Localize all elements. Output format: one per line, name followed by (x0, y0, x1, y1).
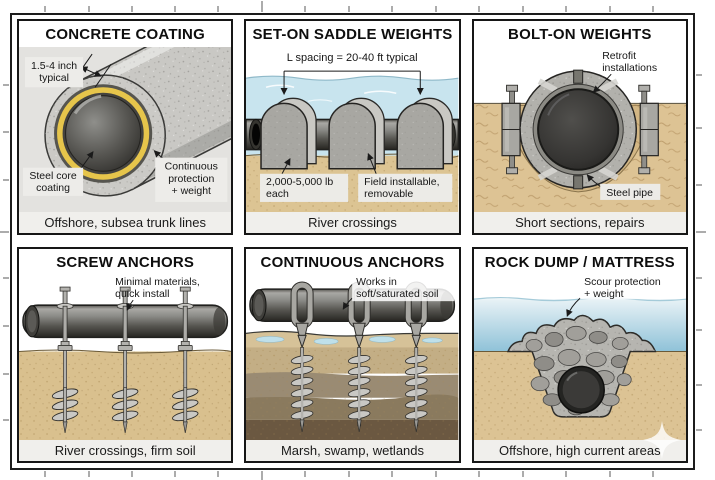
minimal-line2: quick install (115, 288, 169, 300)
minimal-label: Minimal materials, quick install (115, 276, 200, 311)
dimension-label: 1.5-4 inch typical (25, 57, 84, 88)
install-line2: removable (365, 188, 414, 200)
steel-core-line2: coating (36, 182, 70, 194)
panel-concrete-coating: CONCRETE COATING (17, 19, 234, 235)
right-flange-bolts (637, 84, 659, 175)
install-label: Field installable, removable (358, 152, 453, 202)
panel-footer: River crossings (246, 212, 459, 233)
panel-title: BOLT-ON WEIGHTS (508, 26, 652, 43)
panel-footer: Offshore, subsea trunk lines (19, 212, 232, 233)
scour-line1: Scour protection (584, 276, 661, 288)
weight-line1: 2,000-5,000 lb (266, 176, 333, 188)
dimension-label-line1: 1.5-4 inch (31, 60, 77, 72)
panel-title: CONCRETE COATING (45, 26, 205, 43)
saddle-weights-drawing: L spacing = 20-40 ft typical 2,000-5,000… (246, 52, 459, 212)
saddle-weight-1 (260, 97, 318, 170)
bolt-on-weights-illustration: Retrofit installations Steel pipe (473, 47, 686, 212)
panel-footer: Offshore, high current areas (473, 440, 686, 461)
scour-label: Scour protection + weight (565, 275, 680, 317)
panel-title: SCREW ANCHORS (56, 254, 195, 271)
steel-pipe-label: Steel pipe (586, 174, 660, 200)
saddle-weight-3 (396, 97, 454, 170)
install-line1: Field installable, (365, 176, 440, 188)
rock-dump-drawing: Scour protection + weight (473, 275, 686, 440)
steel-pipe-bore (536, 88, 619, 171)
protection-label: Continuous protection + weight (153, 150, 228, 202)
minimal-line1: Minimal materials, (115, 276, 200, 288)
panel-title: ROCK DUMP / MATTRESS (484, 254, 675, 271)
left-flange-bolts (501, 84, 521, 175)
screw-anchors-drawing: Minimal materials, quick install (19, 276, 232, 440)
panel-screw-anchors: SCREW ANCHORS (17, 247, 234, 463)
soil-line1: Works in (356, 276, 397, 288)
steel-core-line1: Steel core (29, 170, 76, 182)
protection-line1: Continuous (165, 161, 218, 173)
spacing-label: L spacing = 20-40 ft typical (287, 52, 418, 64)
retrofit-label: Retrofit installations (592, 50, 657, 93)
steel-core-label: Steel core coating (23, 151, 94, 196)
panel-title: SET-ON SADDLE WEIGHTS (252, 26, 453, 43)
panel-footer: Short sections, repairs (473, 212, 686, 233)
panel-bolt-on-weights: BOLT-ON WEIGHTS (471, 19, 688, 235)
weight-label: 2,000-5,000 lb each (260, 158, 349, 202)
concrete-coating-drawing: 1.5-4 inch typical Steel core coating Co… (19, 47, 232, 212)
panel-continuous-anchors: CONTINUOUS ANCHORS (244, 247, 461, 463)
retrofit-line1: Retrofit (602, 50, 636, 62)
retrofit-line2: installations (602, 62, 657, 74)
panel-set-on-saddle-weights: SET-ON SADDLE WEIGHTS (244, 19, 461, 235)
rock-pile (506, 314, 657, 418)
panel-title: CONTINUOUS ANCHORS (260, 254, 445, 271)
clamp-weight-ring (518, 69, 637, 190)
panel-rock-dump-mattress: ROCK DUMP / MATTRESS (471, 247, 688, 463)
concrete-coating-illustration: 1.5-4 inch typical Steel core coating Co… (19, 47, 232, 212)
saddle-weights-illustration: L spacing = 20-40 ft typical 2,000-5,000… (246, 47, 459, 212)
soil-line2: soft/saturated soil (356, 288, 438, 300)
scour-line2: + weight (584, 288, 624, 300)
sheet-border (10, 13, 695, 470)
panel-footer: Marsh, swamp, wetlands (246, 440, 459, 461)
dimension-label-line2: typical (39, 72, 69, 84)
panel-footer: River crossings, firm soil (19, 440, 232, 461)
continuous-anchors-drawing: Works in soft/saturated soil (246, 275, 459, 440)
steel-pipe-text: Steel pipe (606, 187, 653, 199)
spacing-dimension: L spacing = 20-40 ft typical (280, 52, 425, 95)
protection-line3: + weight (172, 185, 212, 197)
pipe-cut-face (44, 74, 166, 197)
panel-grid: CONCRETE COATING (17, 19, 688, 463)
continuous-anchors-illustration: Works in soft/saturated soil (246, 275, 459, 440)
saddle-weight-2 (328, 97, 386, 170)
rock-dump-illustration: Scour protection + weight (473, 275, 686, 440)
screw-anchors-illustration: Minimal materials, quick install (19, 275, 232, 440)
protection-line2: protection (168, 173, 214, 185)
weight-line2: each (266, 188, 289, 200)
bolt-on-weights-drawing: Retrofit installations Steel pipe (473, 50, 686, 212)
soil-label: Works in soft/saturated soil (343, 275, 455, 310)
